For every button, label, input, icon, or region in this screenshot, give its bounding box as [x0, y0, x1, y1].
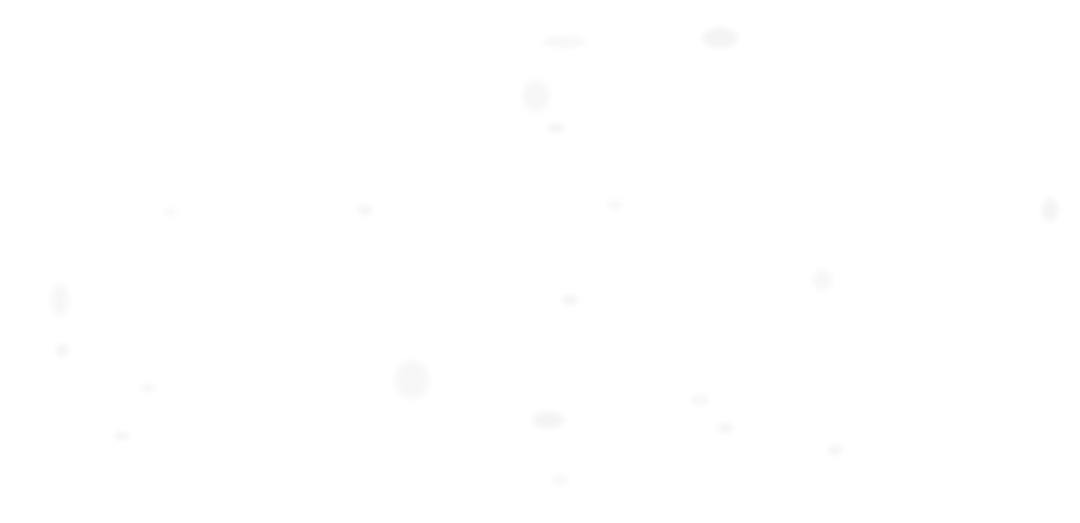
texture-speck — [141, 383, 155, 393]
texture-speck — [394, 360, 430, 400]
texture-speck — [607, 200, 623, 210]
texture-speck — [828, 445, 842, 455]
texture-speck — [717, 423, 733, 433]
texture-speck — [56, 344, 68, 356]
texture-speck — [532, 412, 564, 428]
texture-speck — [50, 284, 70, 316]
texture-speck — [522, 80, 550, 112]
texture-speck — [562, 295, 578, 305]
texture-speck — [690, 394, 710, 406]
texture-speck — [543, 36, 587, 48]
texture-speck — [548, 123, 564, 133]
texture-speck — [115, 432, 129, 440]
texture-speck — [1042, 198, 1058, 222]
texture-speck — [702, 28, 738, 48]
texture-speck — [812, 270, 832, 290]
texture-speck — [164, 208, 176, 216]
texture-speck — [358, 205, 372, 215]
texture-speck — [551, 475, 569, 485]
